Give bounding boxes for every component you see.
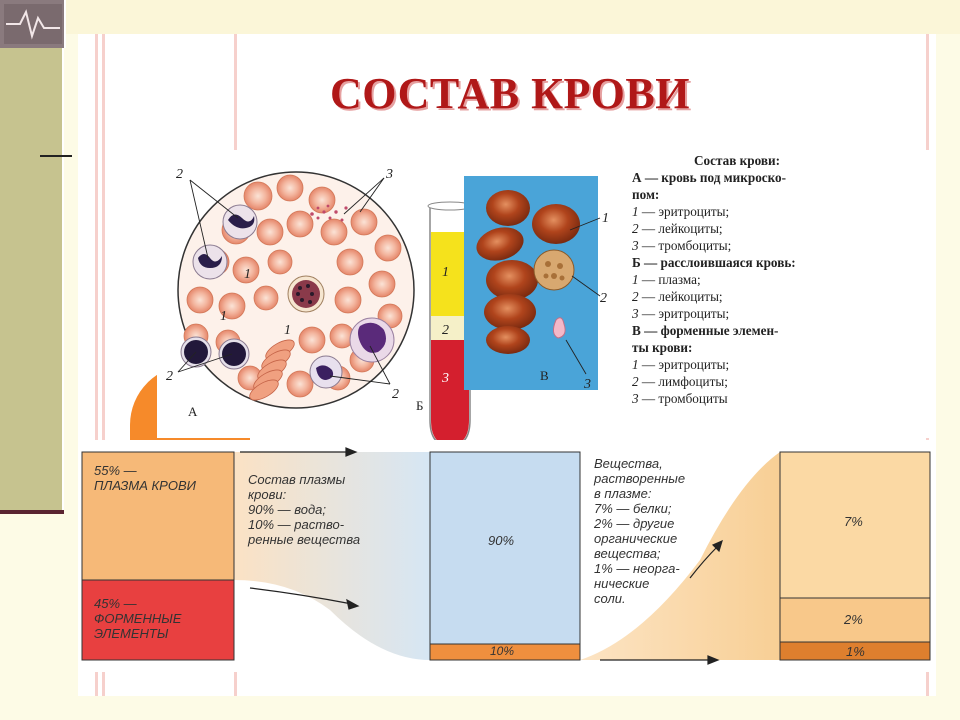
- top-strip: [0, 0, 960, 34]
- legend-heading: Состав крови:: [694, 153, 780, 168]
- legend-item: 3 — эритроциты;: [632, 306, 730, 321]
- test-tube: 1 2 3 Б: [416, 201, 473, 447]
- decor-stripe: [102, 34, 105, 696]
- label-2: 2: [176, 167, 183, 182]
- tube-label-1: 1: [442, 265, 449, 280]
- legend-a-line-cont: пом:: [632, 187, 660, 202]
- salts-pct: 1%: [846, 644, 865, 659]
- legend-item: 2 — лейкоциты;: [632, 221, 723, 236]
- plasma-composition-text: Состав плазмы крови: 90% — вода; 10% — р…: [248, 472, 361, 547]
- cell-label-3: 3: [583, 377, 591, 392]
- left-sidebar-bar: [0, 48, 64, 513]
- figure-letter-b: Б: [416, 398, 423, 413]
- legend-item: 2 — лейкоциты;: [632, 289, 723, 304]
- salts-block: [779, 641, 931, 661]
- plasma-block: [81, 451, 235, 581]
- erythrocyte-layer: [431, 340, 469, 445]
- organic-pct: 2%: [844, 612, 863, 627]
- solutes-flow: [580, 452, 780, 660]
- legend-b-line: Б — расслоившаяся кровь:: [632, 255, 796, 270]
- figure-letter-v: В: [540, 368, 549, 383]
- legend-v-line: В — форменные элемен-: [632, 323, 779, 338]
- label-2: 2: [166, 369, 173, 384]
- legend-item: 3 — тромбоциты;: [632, 238, 732, 253]
- cell-label-1: 1: [602, 211, 609, 226]
- plasma-flow: [234, 452, 430, 660]
- proteins-block: [779, 451, 931, 599]
- solutes-composition-text: Вещества, растворенные в плазме: 7% — бе…: [594, 456, 686, 606]
- water-pct: 90%: [488, 533, 515, 548]
- tube-label-2: 2: [442, 323, 449, 338]
- legend-item: 1 — эритроциты;: [632, 357, 730, 372]
- legend-a-line: А — кровь под микроско-: [632, 170, 787, 185]
- legend-item: 3 — тромбоциты: [632, 391, 728, 406]
- formed-elements-panel: 1 2 3 В: [464, 176, 609, 392]
- label-1: 1: [244, 267, 251, 282]
- bullet-dash: [40, 155, 72, 157]
- heartbeat-icon: [4, 4, 62, 44]
- plasma-layer: [431, 232, 469, 316]
- solutes-pct: 10%: [490, 644, 515, 658]
- formed-label: 45% — ФОРМЕННЫЕ ЭЛЕМЕНТЫ: [94, 596, 182, 641]
- slide-logo: [0, 0, 66, 48]
- label-1: 1: [220, 309, 227, 324]
- decor-stripe: [95, 34, 98, 696]
- label-2: 2: [392, 387, 399, 402]
- figure-legend: Состав крови: А — кровь под микроско- по…: [632, 152, 842, 407]
- leukocyte-layer: [431, 316, 469, 340]
- figure-letter-a: А: [188, 404, 198, 419]
- formed-elements-block: [81, 579, 235, 661]
- legend-item: 1 — эритроциты;: [632, 204, 730, 219]
- label-1: 1: [284, 323, 291, 338]
- label-3: 3: [385, 167, 393, 182]
- flow-arrows: [240, 447, 723, 665]
- slide-title: СОСТАВ КРОВИ: [330, 69, 690, 118]
- solutes-block: [429, 643, 581, 661]
- left-bar-accent: [0, 510, 64, 514]
- microscope-view: 2 3 1 1 1 2 2 А: [166, 167, 415, 419]
- plasma-label: 55% — ПЛАЗМА КРОВИ: [94, 463, 196, 493]
- tube-label-3: 3: [441, 371, 449, 386]
- proteins-pct: 7%: [844, 514, 863, 529]
- legend-v-line-cont: ты крови:: [632, 340, 693, 355]
- organic-block: [779, 597, 931, 643]
- legend-item: 2 — лимфоциты;: [632, 374, 728, 389]
- water-block: [429, 451, 581, 645]
- legend-item: 1 — плазма;: [632, 272, 701, 287]
- cell-label-2: 2: [600, 291, 607, 306]
